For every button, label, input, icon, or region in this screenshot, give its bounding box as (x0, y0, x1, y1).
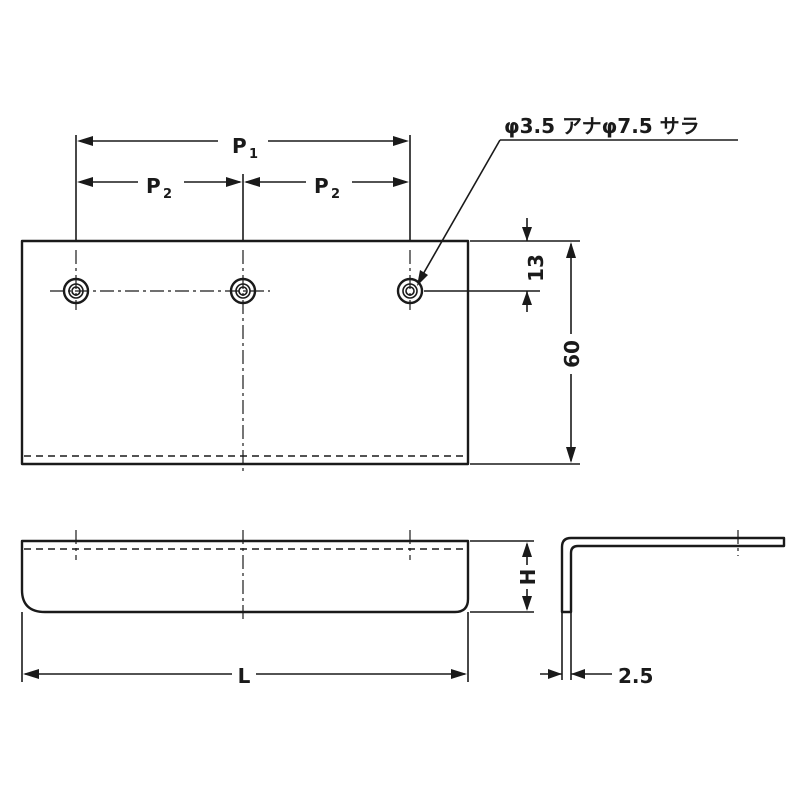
dimension-p1: P 1 (77, 126, 409, 162)
dimension-l: L (21, 612, 469, 688)
length-value: L (238, 664, 251, 688)
angle-profile (560, 536, 786, 614)
hole-callout: φ3.5 アナφ7.5 サラ (417, 114, 738, 286)
bottom-view: H L (20, 530, 540, 688)
countersunk-hole-middle (229, 277, 257, 305)
dimension-thickness: 2.5 (540, 664, 653, 688)
countersunk-hole-left (62, 277, 90, 305)
front-view: P 1 P 2 P 2 φ3.5 アナφ7.5 サラ (20, 114, 738, 472)
front-plate-outline (20, 239, 470, 466)
dimension-p2-right: P 2 (244, 168, 409, 202)
p1-label: P (232, 134, 247, 158)
p2-right-subscript: 2 (331, 187, 340, 202)
side-view: 2.5 (540, 530, 786, 688)
thickness-value: 2.5 (618, 664, 653, 688)
p2-left-subscript: 2 (163, 187, 172, 202)
hole-spec-note: φ3.5 アナφ7.5 サラ (504, 114, 700, 138)
bottom-view-outline (20, 539, 470, 614)
p2-right-label: P (314, 174, 329, 198)
height-value: 60 (560, 340, 584, 368)
p1-subscript: 1 (249, 147, 258, 162)
dimension-60: 60 (470, 240, 584, 465)
p2-left-label: P (146, 174, 161, 198)
countersunk-hole-right (396, 277, 424, 305)
dimension-13: 13 (424, 218, 548, 312)
flange-height-value: H (516, 569, 540, 586)
hole-offset-value: 13 (524, 254, 548, 282)
dimension-h: H (470, 540, 540, 613)
dimension-p2-left: P 2 (77, 168, 242, 202)
